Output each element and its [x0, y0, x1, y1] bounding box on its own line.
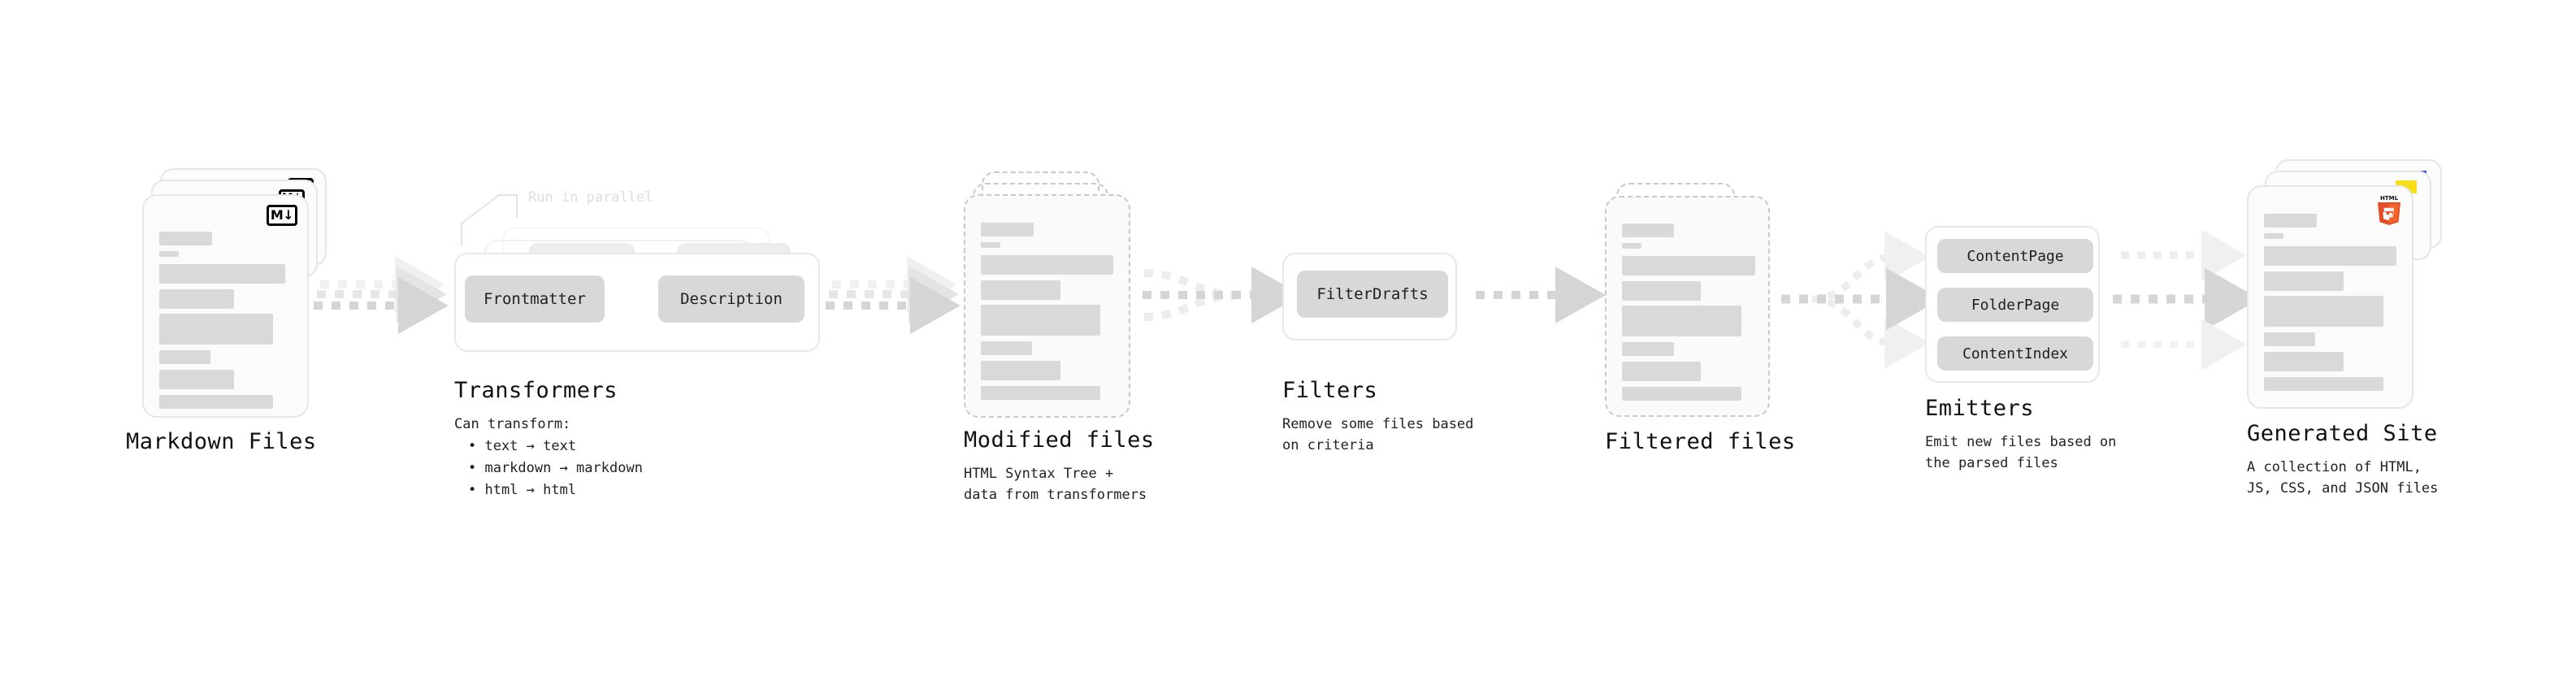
- transformers-bullet-0: • text → text: [468, 438, 577, 454]
- filters-description: Remove some files based on criteria: [1282, 416, 1474, 454]
- doc-line: [2264, 377, 2383, 391]
- arrow-modified-to-filters: [1143, 267, 1302, 323]
- doc-line: [981, 361, 1060, 380]
- stage-title-filters: Filters: [1282, 378, 1378, 403]
- doc-line: [2264, 296, 2383, 327]
- doc-line: [159, 395, 273, 409]
- doc-line: [2264, 352, 2344, 371]
- doc-line: [159, 264, 285, 284]
- svg-text:HTML: HTML: [2380, 195, 2399, 202]
- markdown-card-front[interactable]: M↓: [142, 194, 309, 418]
- emitters-panel[interactable]: ContentPage FolderPage ContentIndex: [1925, 226, 2100, 383]
- modified-card-front[interactable]: [964, 194, 1130, 418]
- emitter-node-contentpage[interactable]: ContentPage: [1937, 239, 2093, 273]
- doc-line: [2264, 246, 2396, 266]
- doc-line: [2264, 214, 2317, 228]
- filters-panel[interactable]: FilterDrafts: [1282, 253, 1457, 340]
- doc-line: [159, 370, 234, 389]
- stage-title-modified-files: Modified files: [964, 427, 1155, 453]
- doc-line: [1622, 243, 1641, 249]
- stage-title-transformers: Transformers: [454, 378, 618, 403]
- transformer-node-description[interactable]: Description: [658, 275, 804, 323]
- modified-files-description: HTML Syntax Tree + data from transformer…: [964, 466, 1147, 504]
- html5-icon: HTML: [2378, 195, 2400, 225]
- transformer-panel[interactable]: Frontmatter Description: [454, 253, 820, 352]
- doc-line: [981, 223, 1034, 236]
- doc-line: [1622, 223, 1674, 237]
- doc-line: [981, 242, 1000, 248]
- doc-line: [1622, 281, 1701, 301]
- doc-line: [981, 386, 1100, 400]
- stage-title-markdown-files: Markdown Files: [126, 429, 317, 454]
- site-card-front[interactable]: HTML: [2247, 185, 2413, 409]
- arrow-markdown-to-transformers: [314, 256, 449, 334]
- stage-title-filtered-files: Filtered files: [1605, 429, 1796, 454]
- run-in-parallel-label: Run in parallel: [528, 189, 653, 206]
- transformers-description: Can transform:: [454, 416, 571, 432]
- emitter-node-contentindex[interactable]: ContentIndex: [1937, 336, 2093, 371]
- doc-line: [1622, 387, 1741, 401]
- doc-line: [1622, 362, 1701, 381]
- doc-line: [2264, 271, 2344, 291]
- doc-line: [2264, 332, 2315, 346]
- stage-title-generated-site: Generated Site: [2247, 421, 2438, 446]
- stage-title-emitters: Emitters: [1925, 396, 2035, 421]
- doc-line: [981, 341, 1032, 355]
- doc-line: [1622, 256, 1755, 275]
- transformers-bullet-2: • html → html: [468, 482, 577, 498]
- arrow-transformers-to-modified: [826, 256, 961, 334]
- filtered-card-front[interactable]: [1605, 196, 1770, 417]
- doc-line: [159, 314, 273, 345]
- filter-node-filterdrafts[interactable]: FilterDrafts: [1297, 271, 1448, 318]
- doc-line: [159, 251, 179, 257]
- doc-line: [981, 305, 1100, 336]
- markdown-badge: M↓: [267, 205, 297, 226]
- transformers-bullet-1: • markdown → markdown: [468, 460, 643, 476]
- doc-line: [981, 255, 1113, 275]
- emitters-description: Emit new files based on the parsed files: [1925, 434, 2117, 472]
- transformer-node-frontmatter[interactable]: Frontmatter: [465, 275, 605, 323]
- doc-line: [1622, 342, 1674, 356]
- emitter-node-folderpage[interactable]: FolderPage: [1937, 288, 2093, 322]
- arrow-filtered-to-emitters: [1781, 231, 1941, 369]
- doc-line: [159, 350, 210, 364]
- doc-line: [2264, 233, 2283, 239]
- generated-site-description: A collection of HTML, JS, CSS, and JSON …: [2247, 459, 2439, 497]
- doc-line: [159, 289, 234, 309]
- doc-line: [981, 280, 1060, 300]
- doc-line: [159, 232, 212, 245]
- doc-line: [1622, 306, 1741, 336]
